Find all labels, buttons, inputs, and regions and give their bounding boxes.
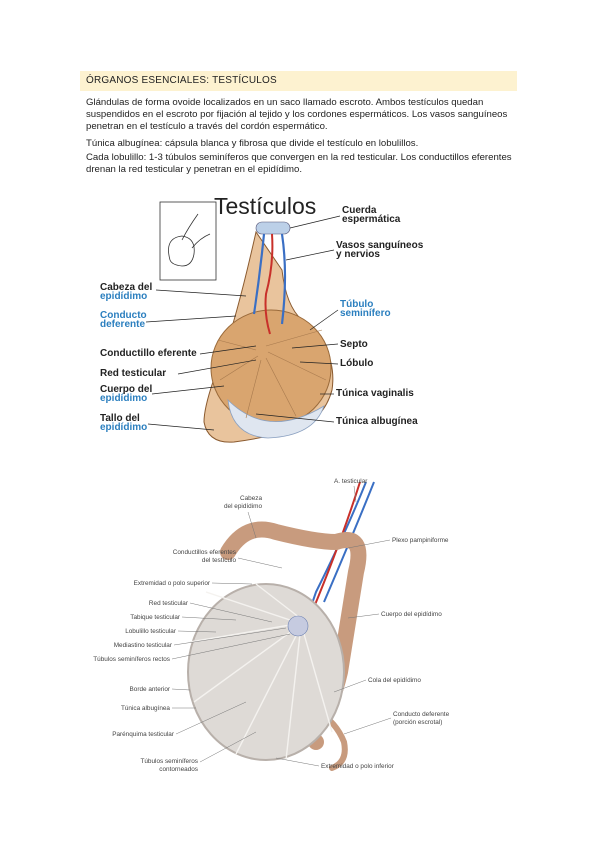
figure1-left-leaders xyxy=(145,289,257,431)
figure2-left-labels: Cabeza del epidídimo Conductillos eferen… xyxy=(93,495,262,773)
paragraph-lobulillo: Cada lobulillo: 1-3 túbulos seminíferos … xyxy=(86,152,512,175)
figure2-right-leaders xyxy=(275,485,392,767)
label-septo: Septo xyxy=(340,339,368,350)
label-cuerda-1: Cuerda xyxy=(342,205,377,216)
paragraph-tunica-albuginea: Túnica albugínea: cápsula blanca y fibro… xyxy=(86,138,419,149)
paragraph-description: Glándulas de forma ovoide localizados en… xyxy=(86,97,508,132)
f2-tunica-albuginea: Túnica albugínea xyxy=(121,705,170,712)
f2-conductillos-1: Conductillos eferentes xyxy=(173,549,236,556)
f2-conducto-deferente-1: Conducto deferente xyxy=(393,711,450,718)
figure-title: Testículos xyxy=(214,193,316,219)
label-tunica-vaginalis: Túnica vaginalis xyxy=(336,388,414,399)
vessels-red xyxy=(264,233,274,335)
section-heading: ÓRGANOS ESENCIALES: TESTÍCULOS xyxy=(80,71,517,91)
f2-plexo: Plexo pampiniforme xyxy=(392,537,449,544)
f2-cola-epididimo: Cola del epidídimo xyxy=(368,677,421,684)
label-tallo-epididimo-2: epidídimo xyxy=(100,422,147,433)
label-conductillo-eferente: Conductillo eferente xyxy=(100,348,197,359)
f2-cuerpo-epididimo: Cuerpo del epidídimo xyxy=(381,611,442,618)
mediastino xyxy=(287,615,309,637)
f2-borde-anterior: Borde anterior xyxy=(130,686,171,693)
label-vasos-2: y nervios xyxy=(336,249,380,260)
tunica-albuginea-shape xyxy=(227,398,325,439)
figure2-right-labels: A. testicular Plexo pampiniforme Cuerpo … xyxy=(321,478,450,770)
f2-tabique: Tabique testicular xyxy=(130,614,181,621)
label-tubulo-2: seminífero xyxy=(340,308,391,319)
spermatic-cord-top xyxy=(255,221,291,235)
testis-body xyxy=(187,583,345,761)
vessels-blue xyxy=(252,233,287,325)
label-cabeza-epididimo-2: epidídimo xyxy=(100,291,147,302)
figure2-left-leaders xyxy=(171,511,291,763)
label-cabeza-epididimo-1: Cabeza del xyxy=(100,282,152,293)
f2-tubulos-contorneados-1: Túbulos seminíferos xyxy=(140,758,198,765)
label-cuerpo-epididimo-1: Cuerpo del xyxy=(100,384,152,395)
figure1-right-labels: Cuerda espermática Vasos sanguíneos y ne… xyxy=(336,205,424,427)
testicular-septa xyxy=(189,583,333,761)
inset-drawing xyxy=(168,235,195,267)
testicle-cross-section: Cabeza del epidídimo Conductillos eferen… xyxy=(93,478,450,773)
testicle-illustration: Testículos Cabeza del epidídimo Conducto… xyxy=(100,193,424,443)
label-red-testicular: Red testicular xyxy=(100,368,166,379)
f2-tubulos-rectos: Túbulos seminíferos rectos xyxy=(93,656,170,663)
label-cuerpo-epididimo-2: epidídimo xyxy=(100,393,147,404)
f2-extremidad-superior: Extremidad o polo superior xyxy=(134,580,211,587)
f2-cabeza-1: Cabeza xyxy=(240,495,262,502)
label-tallo-epididimo-1: Tallo del xyxy=(100,413,140,424)
f2-lobulillo: Lobulillo testicular xyxy=(125,628,177,635)
f2-extremidad-inferior: Extremidad o polo inferior xyxy=(321,763,395,770)
label-vasos-1: Vasos sanguíneos xyxy=(336,240,424,251)
septa-lines xyxy=(217,329,327,419)
f2-cabeza-2: del epidídimo xyxy=(224,503,262,510)
label-conducto-deferente-1: Conducto xyxy=(100,310,147,321)
label-tubulo-1: Túbulo xyxy=(340,299,373,310)
label-cuerda-2: espermática xyxy=(342,214,401,225)
f2-a-testicular: A. testicular xyxy=(334,478,368,485)
f2-conductillos-2: del testículo xyxy=(202,557,237,564)
label-conducto-deferente-2: deferente xyxy=(100,319,145,330)
inset-box xyxy=(159,201,217,281)
label-lobulo: Lóbulo xyxy=(340,358,373,369)
figure1-right-leaders xyxy=(255,215,341,423)
label-tunica-albuginea: Túnica albugínea xyxy=(336,416,418,427)
f2-parenquima: Parénquima testicular xyxy=(112,731,175,738)
f2-tubulos-contorneados-2: contorneados xyxy=(159,766,198,773)
f2-red-testicular: Red testicular xyxy=(149,600,189,607)
f2-mediastino: Mediastino testicular xyxy=(114,642,173,649)
f2-conducto-deferente-2: (porción escrotal) xyxy=(393,719,442,726)
figure1-left-labels: Cabeza del epidídimo Conducto deferente … xyxy=(100,282,197,433)
